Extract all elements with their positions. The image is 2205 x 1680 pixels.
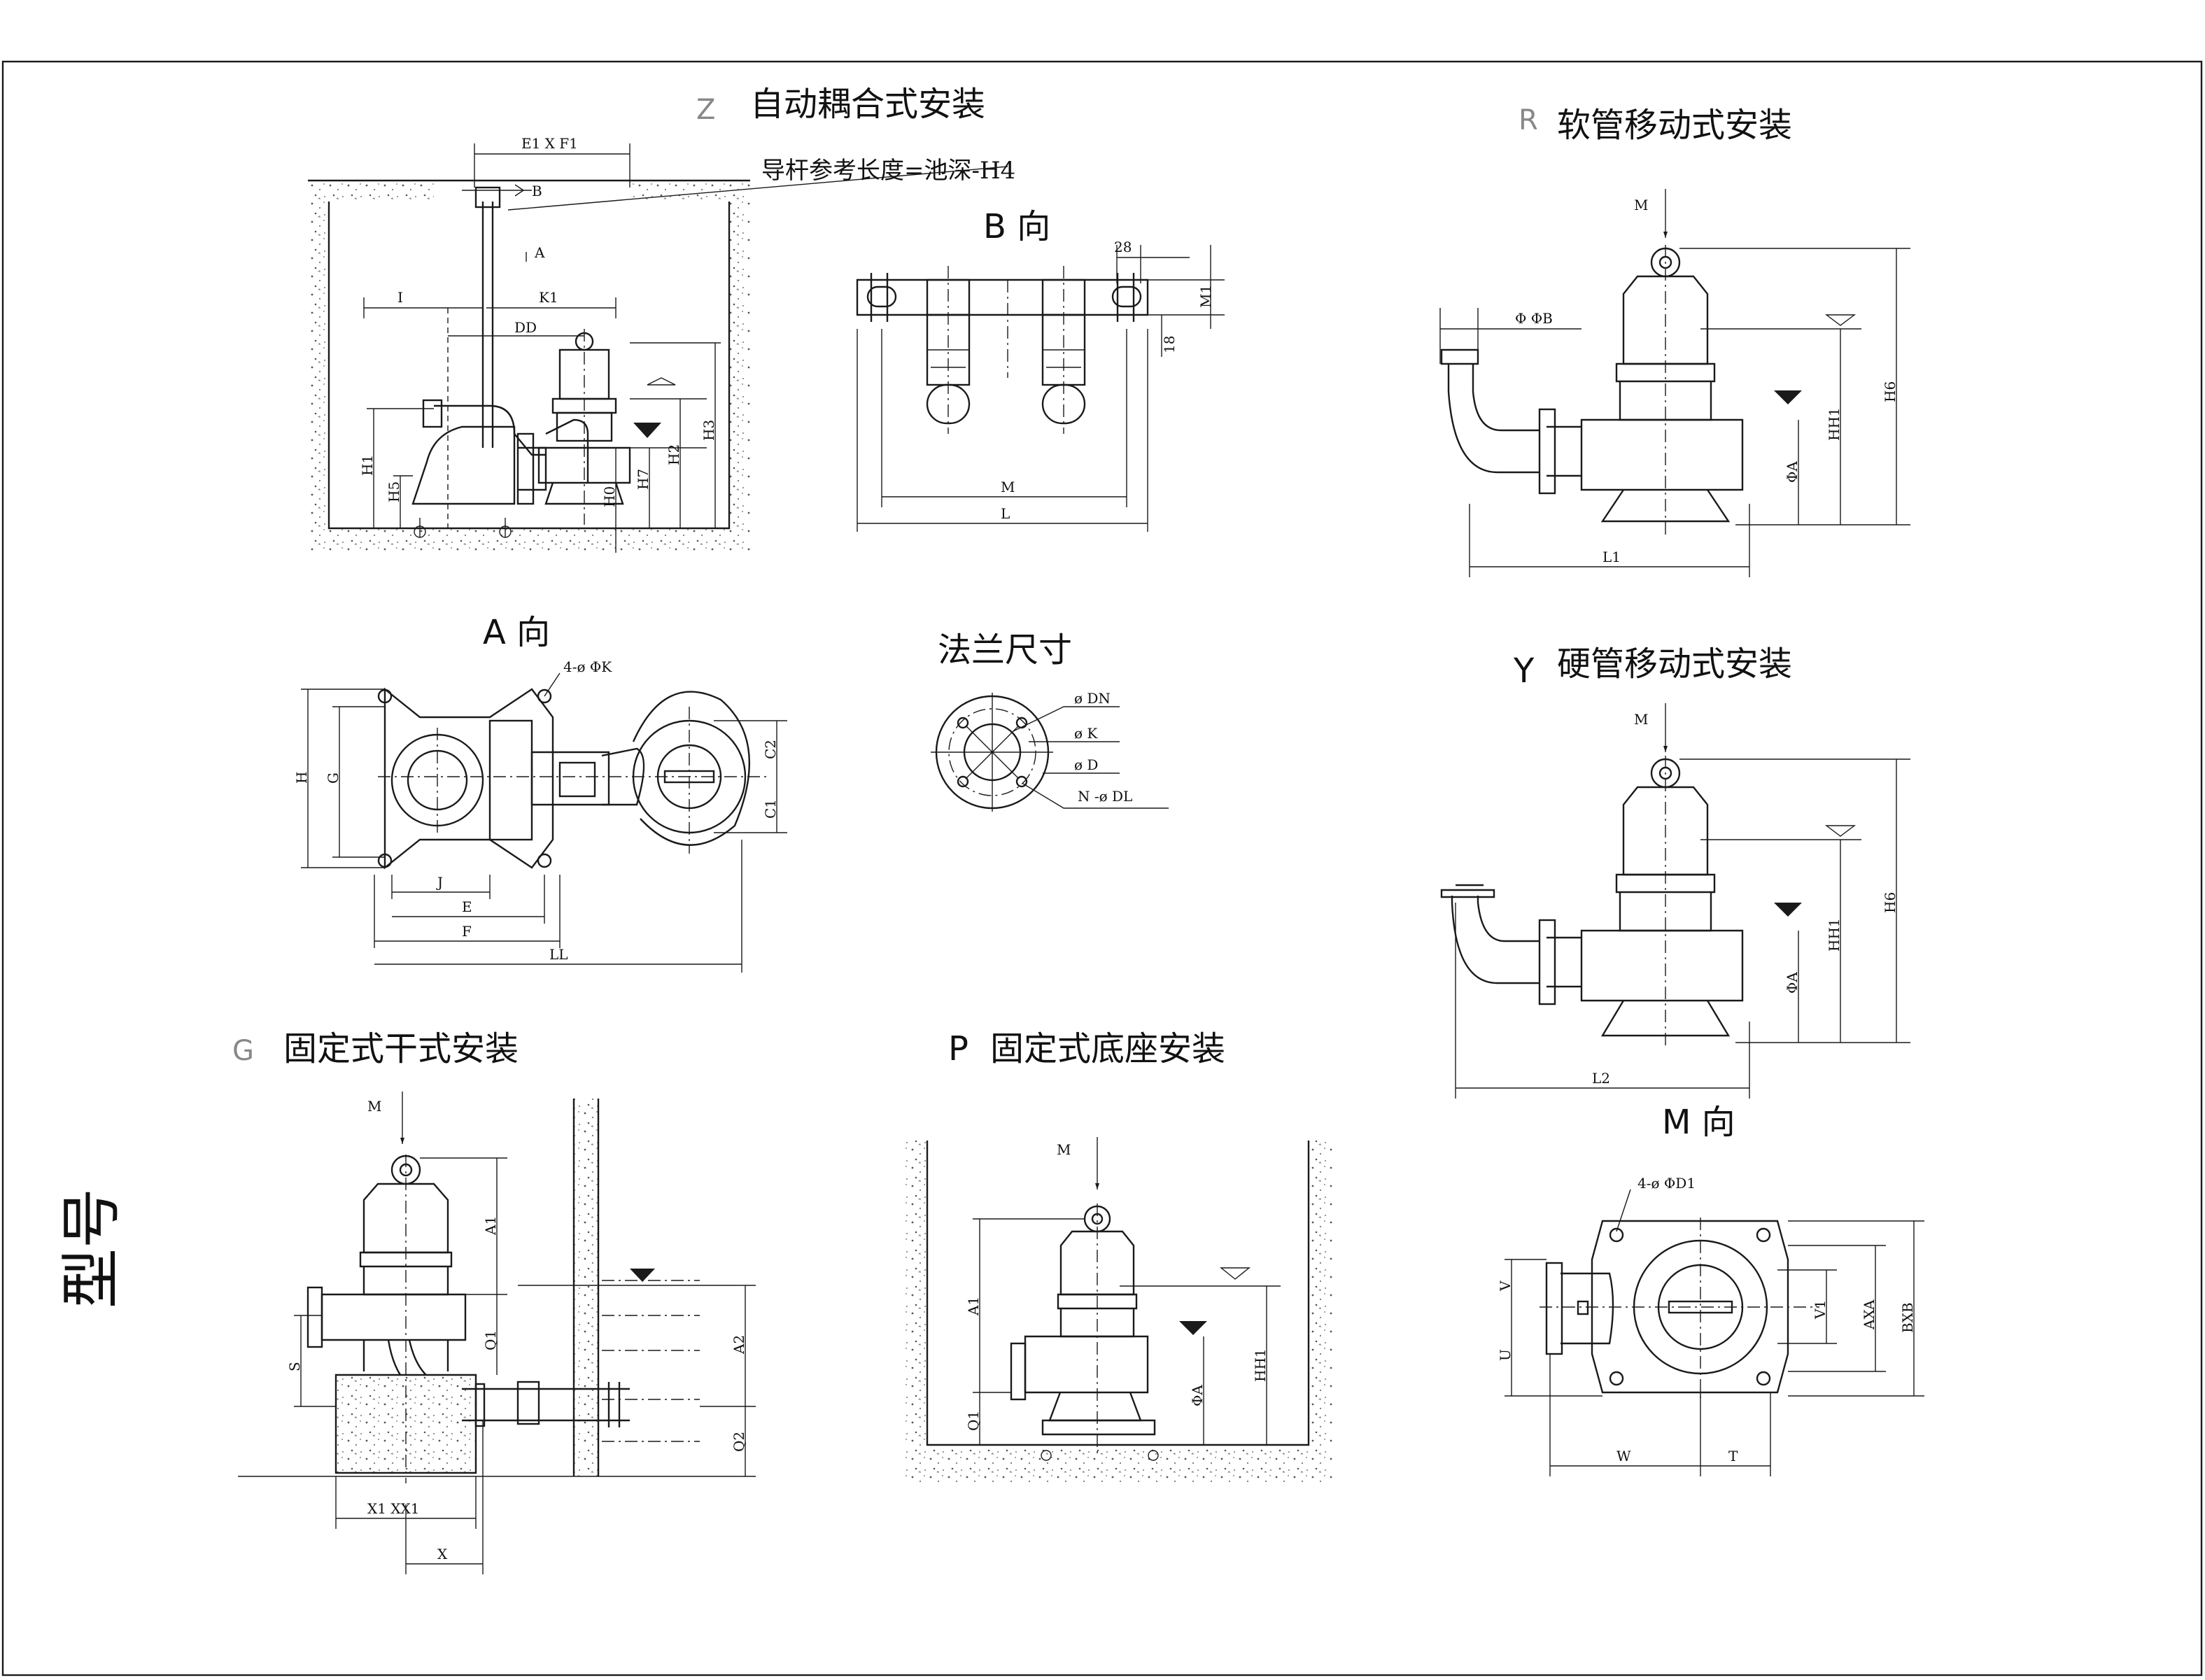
b-label-l: L <box>1001 505 1010 522</box>
m-label-t: T <box>1728 1448 1738 1464</box>
g-label-a1: A1 <box>482 1216 499 1236</box>
y-label-hh1: HH1 <box>1826 918 1843 952</box>
flange-label-dn: ø DN <box>1074 690 1111 707</box>
z-label-e1f1: E1 X F1 <box>521 135 578 152</box>
a-label-c1: C1 <box>762 799 779 819</box>
b-label-28: 28 <box>1114 239 1132 255</box>
z-label-i: I <box>397 289 403 306</box>
r-label-m: M <box>1634 197 1648 213</box>
pit-top-slab <box>308 181 434 202</box>
section-z-code: Z <box>696 94 715 126</box>
y-label-h6: H6 <box>1882 892 1898 913</box>
m-label-d1: 4-ø ΦD1 <box>1637 1175 1696 1192</box>
z-label-h7: H7 <box>635 469 651 490</box>
m-label-w: W <box>1616 1448 1631 1464</box>
g-label-a2: A2 <box>731 1335 747 1355</box>
a-label-h: H <box>293 772 310 784</box>
a-label-e: E <box>462 898 472 915</box>
r-label-phib: Φ ΦB <box>1515 310 1553 327</box>
section-p-code: P <box>948 1029 968 1068</box>
section-p-fixed-base: P 固定式底座安装 M ΦA HH1 A1 Q1 <box>903 1029 1333 1483</box>
sheet-label: 型号 <box>57 1188 127 1308</box>
section-a-title: A 向 <box>483 613 550 652</box>
a-label-c2: C2 <box>762 740 779 759</box>
m-label-v: V <box>1497 1280 1514 1292</box>
a-label-f: F <box>462 923 472 940</box>
section-r-title: 软管移动式安装 <box>1557 106 1792 145</box>
sheet-border <box>1 60 2203 1677</box>
g-label-x: X <box>437 1546 448 1562</box>
p-label-m: M <box>1057 1141 1071 1158</box>
g-label-q1: Q1 <box>482 1330 499 1350</box>
pit-top-slab-right <box>630 181 750 202</box>
m-label-u: U <box>1497 1349 1514 1361</box>
z-label-h3: H3 <box>700 420 717 441</box>
section-flange-title: 法兰尺寸 <box>938 630 1072 670</box>
z-label-h0: H0 <box>601 486 618 507</box>
section-b-view: B 向 28 M1 18 M L <box>856 207 1225 532</box>
section-g-code: G <box>232 1035 254 1067</box>
z-label-h5: H5 <box>386 481 402 502</box>
g-label-m: M <box>367 1098 381 1115</box>
section-y-title: 硬管移动式安装 <box>1557 644 1792 684</box>
a-label-k: 4-ø ΦK <box>563 658 612 675</box>
a-label-j: J <box>436 874 443 891</box>
section-g-fixed-dry: G 固定式干式安装 M A1 Q1 S A2 Q2 X1 XX1 X <box>232 1029 756 1574</box>
z-label-dd: DD <box>514 319 537 336</box>
z-label-h1: H1 <box>359 455 376 476</box>
section-y-rigid-mobile: Y 硬管移动式安装 M ΦA HH1 H6 L2 <box>1440 644 1910 1099</box>
z-label-a: A <box>534 244 545 261</box>
m-label-axa: AXA <box>1861 1299 1878 1330</box>
b-label-18: 18 <box>1161 336 1178 353</box>
m-label-v1: V1 <box>1812 1300 1829 1320</box>
r-label-hh1: HH1 <box>1826 407 1843 441</box>
section-z-auto-coupling: Z 自动耦合式安装 导杆参考长度=池深-H4 B A E1 X F1 <box>308 85 1015 553</box>
y-label-l2: L2 <box>1592 1070 1610 1087</box>
z-label-k1: K1 <box>539 289 558 306</box>
r-label-l1: L1 <box>1602 549 1621 565</box>
y-label-m: M <box>1634 711 1648 728</box>
p-label-a1: A1 <box>965 1297 982 1316</box>
a-label-ll: LL <box>549 946 568 963</box>
b-label-m: M <box>1001 479 1015 495</box>
m-label-bxb: BXB <box>1899 1302 1916 1333</box>
section-flange-dimensions: 法兰尺寸 ø DN ø K ø D N -ø DL <box>931 630 1169 812</box>
section-z-title: 自动耦合式安装 <box>750 85 985 124</box>
section-r-hose-mobile: R 软管移动式安装 M Φ ΦB ΦA HH1 H6 L1 <box>1439 104 1910 577</box>
p-label-phia: ΦA <box>1189 1385 1206 1406</box>
g-label-q2: Q2 <box>731 1432 747 1452</box>
section-g-title: 固定式干式安装 <box>283 1029 519 1068</box>
p-label-hh1: HH1 <box>1252 1348 1269 1382</box>
b-label-m1: M1 <box>1197 285 1214 308</box>
flange-label-ndl: N -ø DL <box>1078 788 1132 805</box>
y-label-phia: ΦA <box>1784 972 1801 994</box>
section-m-title: M 向 <box>1662 1103 1735 1142</box>
z-label-h2: H2 <box>665 444 682 465</box>
section-a-view: A 向 4-ø ΦK H G C2 C1 J E F LL <box>293 613 787 973</box>
g-label-s: S <box>286 1362 303 1371</box>
guide-rod-note: 导杆参考长度=池深-H4 <box>761 157 1015 185</box>
section-p-title: 固定式底座安装 <box>990 1029 1225 1068</box>
z-label-b: B <box>532 183 542 199</box>
p-label-q1: Q1 <box>965 1411 982 1431</box>
section-m-view: M 向 4-ø ΦD1 V U V1 AXA BXB W T <box>1497 1103 1924 1476</box>
a-label-g: G <box>325 772 341 784</box>
r-label-h6: H6 <box>1882 381 1898 402</box>
section-r-code: R <box>1519 104 1538 136</box>
section-y-code: Y <box>1513 651 1535 691</box>
pit-floor <box>308 528 750 551</box>
flange-label-k: ø K <box>1074 725 1098 742</box>
flange-label-d: ø D <box>1074 756 1098 773</box>
pit-wall-left <box>308 181 329 551</box>
r-label-phia: ΦA <box>1784 461 1801 483</box>
section-b-title: B 向 <box>983 207 1050 246</box>
g-label-x1x1: X1 XX1 <box>367 1500 420 1517</box>
pit-wall-right <box>729 181 750 551</box>
